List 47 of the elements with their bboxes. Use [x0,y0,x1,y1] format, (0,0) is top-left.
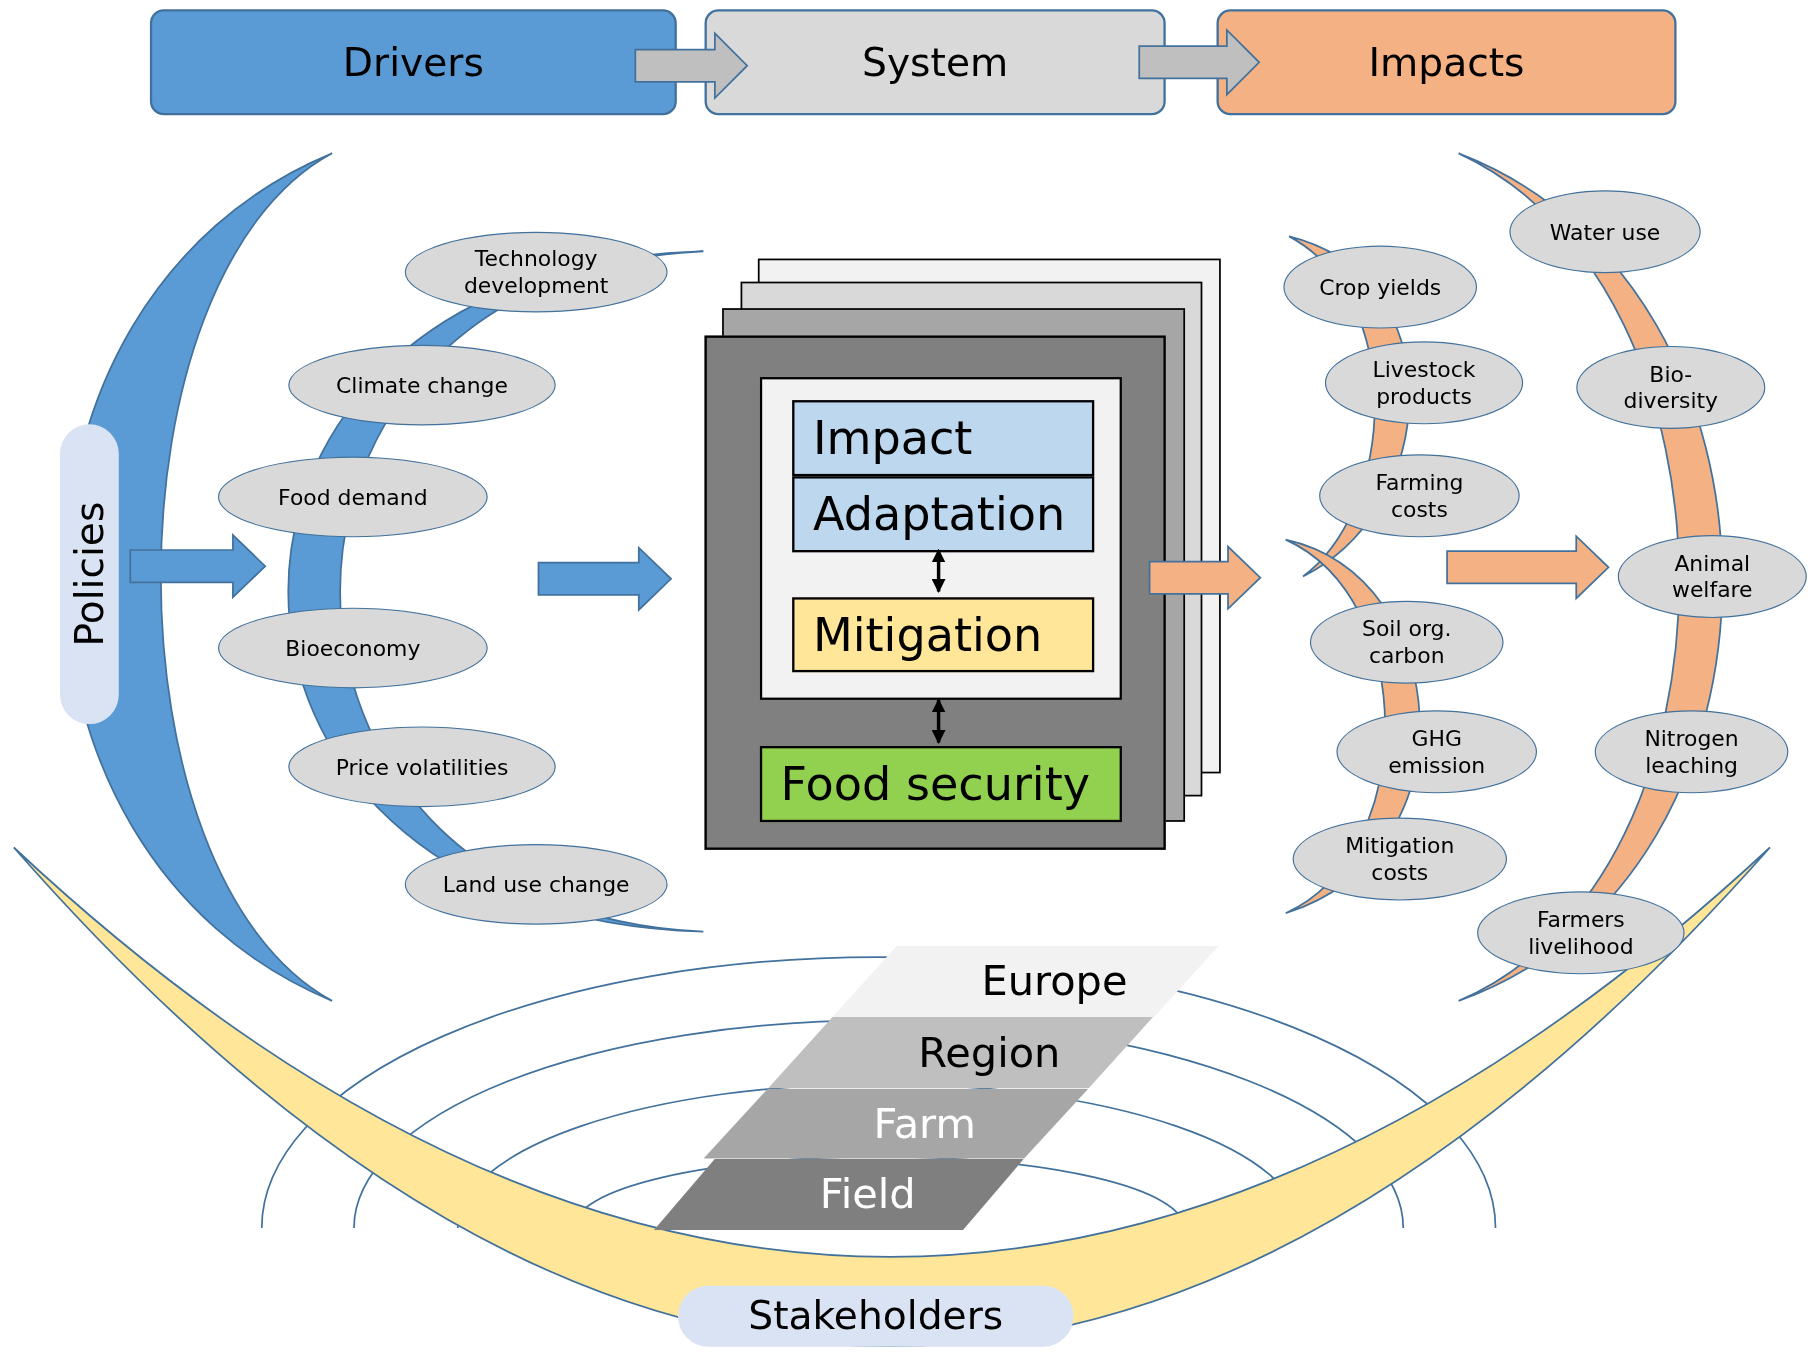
arrow [129,533,267,600]
component-label: Food security [780,756,1091,812]
header-label: Impacts [1368,38,1525,86]
component-label: Mitigation [812,607,1043,663]
factor-label: Mitigation costs [1344,832,1456,886]
factor-label: Animal welfare [1670,550,1754,603]
arrow [537,545,673,612]
arrow [1446,534,1610,601]
component-bar [759,746,1122,823]
factor-label: Climate change [336,371,508,399]
factor-label: Bio-diversity [1622,361,1720,414]
component-bar [792,597,1095,673]
arrow [634,31,749,101]
factor-label: Bioeconomy [285,634,421,662]
factor-label: Soil org. carbon [1361,615,1453,669]
band-label: Stakeholders [748,1292,1004,1340]
component-bar [792,400,1095,477]
factor-label: Water use [1549,218,1661,245]
factor-label: Livestock products [1371,356,1477,410]
arrow [931,548,946,593]
stage-header [1216,9,1677,116]
factor-label: Technology development [462,245,610,299]
scale-label: Region [918,1028,1061,1078]
scale-label: Farm [873,1098,976,1149]
header-label: System [862,38,1009,86]
arrow [931,698,946,744]
component-bar [792,476,1095,553]
factor-label: Price volatilities [335,753,509,780]
system-frame [759,377,1122,700]
stage-header [149,9,677,116]
factor-label: Land use change [442,871,630,898]
factor-label: Crop yields [1319,273,1442,301]
arrow [1148,544,1262,611]
header-label: Drivers [342,38,484,86]
factor-label: Farmers livelihood [1527,906,1635,960]
component-label: Impact [812,410,973,466]
scale-label: Europe [981,956,1128,1007]
factor-label: Food demand [278,483,428,511]
factor-label: Nitrogen leaching [1643,725,1740,779]
factor-label: Farming costs [1374,469,1465,523]
component-label: Adaptation [812,486,1066,542]
factor-label: GHG emission [1387,725,1487,779]
scale-label: Field [819,1169,916,1220]
stage-header [704,9,1166,116]
system-frame [704,335,1166,850]
arrow [1138,27,1261,97]
band-label: Policies [65,501,113,647]
